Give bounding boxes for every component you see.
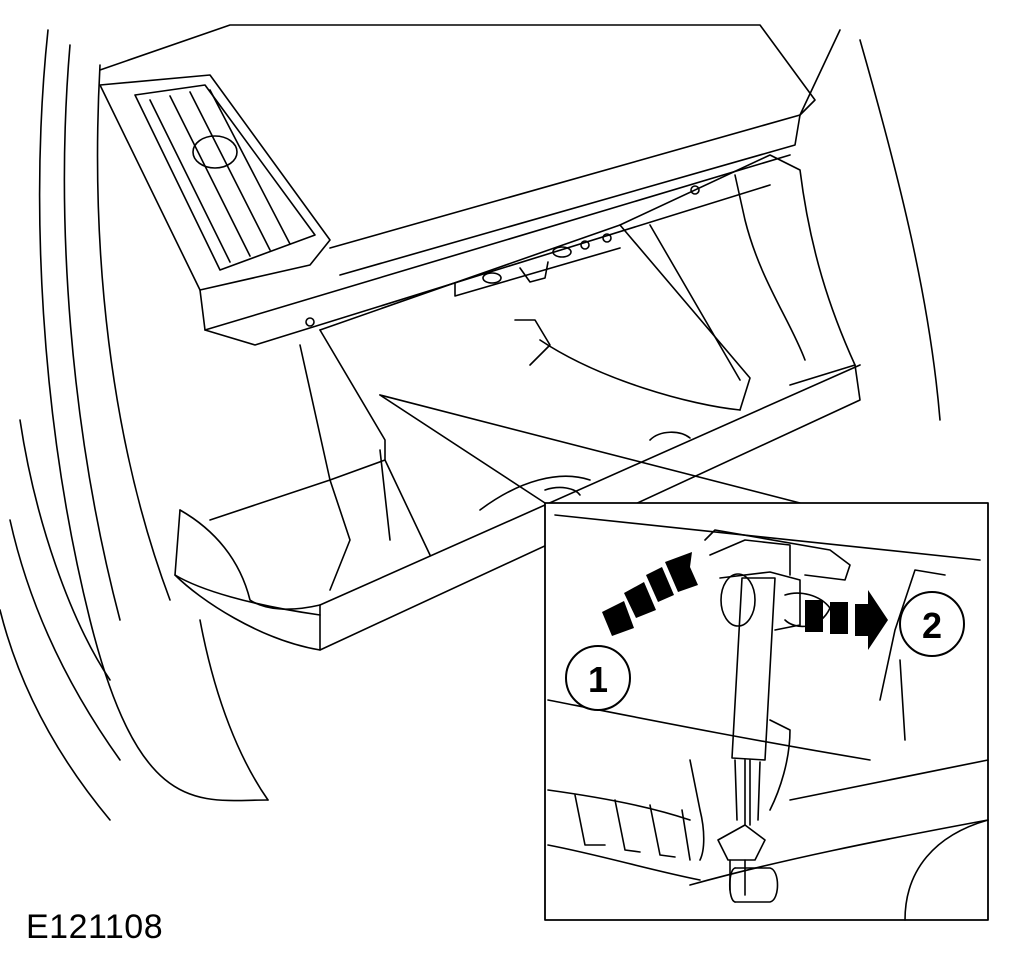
dashboard-front-panel: [199, 154, 791, 346]
glovebox-right-wall: [619, 154, 856, 381]
arrow-1: [602, 552, 698, 636]
left-pillar-lines: [0, 29, 269, 821]
detail-inset: [544, 502, 989, 921]
callout-1: 1: [565, 645, 631, 711]
callout-2-label: 2: [922, 605, 942, 646]
detail-pointer: [379, 394, 801, 504]
glovebox-opening: [319, 224, 751, 411]
arrow-2: [805, 590, 888, 650]
figure-id: E121108: [26, 908, 164, 946]
dashboard-top: [99, 24, 941, 421]
callout-2: 2: [899, 591, 965, 657]
glovebox-door: [174, 329, 861, 651]
callout-1-label: 1: [588, 659, 608, 700]
air-vent: [99, 74, 331, 291]
